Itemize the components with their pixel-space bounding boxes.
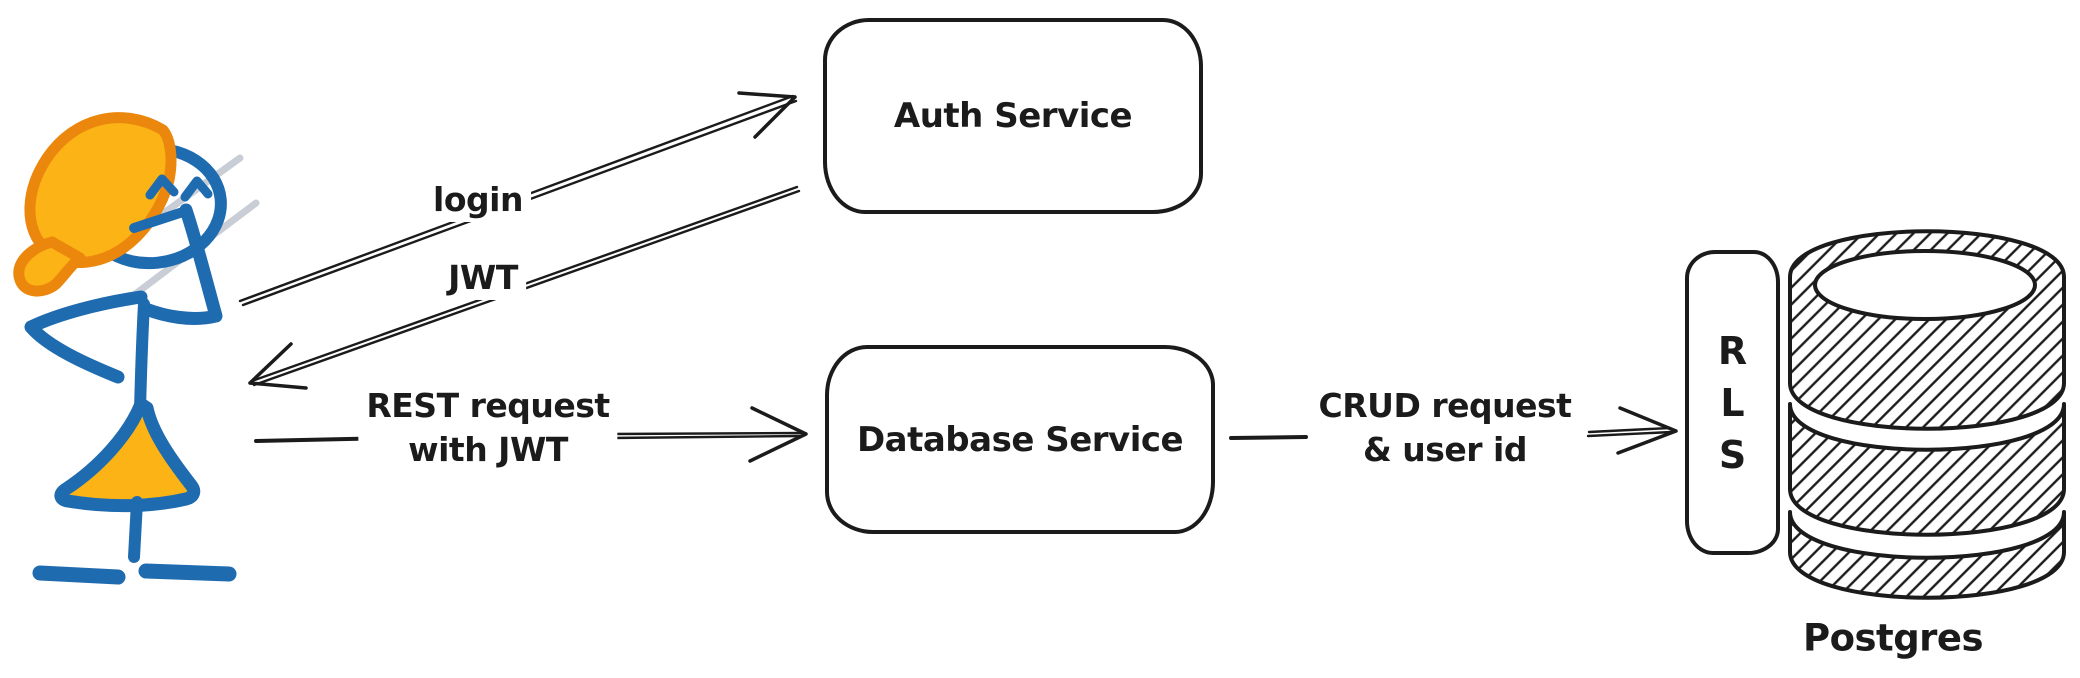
figure-leg — [128, 496, 143, 563]
rest-edge-label-line2: with JWT — [408, 430, 568, 469]
figure-torso — [134, 298, 150, 416]
login-edge-label: login — [425, 178, 531, 222]
figure-arm-right — [139, 203, 223, 325]
rest-edge-label: REST request with JWT — [358, 384, 618, 472]
jwt-edge-label: JWT — [440, 256, 526, 300]
arrowhead — [1616, 406, 1678, 455]
auth-service-label: Auth Service — [893, 96, 1133, 136]
figure-eye-left — [145, 174, 179, 200]
rls-node: R L S — [1685, 250, 1780, 555]
crud-edge-label-line2: & user id — [1363, 430, 1527, 469]
arrowhead — [737, 91, 797, 139]
figure-hair-tuft — [13, 236, 86, 297]
cylinder-top-opening — [1813, 249, 2037, 321]
postgres-cylinder-icon — [1788, 229, 2066, 600]
crud-edge-label: CRUD request & user id — [1310, 384, 1580, 472]
rls-letter-r: R — [1717, 328, 1748, 373]
crud-arrow — [1229, 406, 1678, 455]
cylinder-band-bottom — [1788, 510, 2066, 600]
figure-foot-left — [32, 565, 126, 585]
cylinder-band-middle — [1788, 402, 2066, 537]
figure-eye-right — [180, 176, 213, 202]
figure-arm-left — [24, 290, 148, 384]
rls-letter-s: S — [1718, 432, 1747, 477]
arrowhead — [248, 342, 308, 390]
database-service-node: Database Service — [825, 345, 1215, 534]
rls-letter-l: L — [1720, 380, 1745, 425]
user-figure-icon — [13, 112, 260, 585]
crud-edge-label-line1: CRUD request — [1318, 386, 1572, 425]
auth-service-node: Auth Service — [823, 18, 1203, 214]
rest-edge-label-line1: REST request — [366, 386, 610, 425]
figure-skirt — [54, 397, 201, 513]
database-service-label: Database Service — [856, 419, 1184, 460]
postgres-caption: Postgres — [1802, 616, 1984, 660]
figure-foot-right — [138, 563, 237, 582]
arrowhead — [748, 406, 808, 463]
